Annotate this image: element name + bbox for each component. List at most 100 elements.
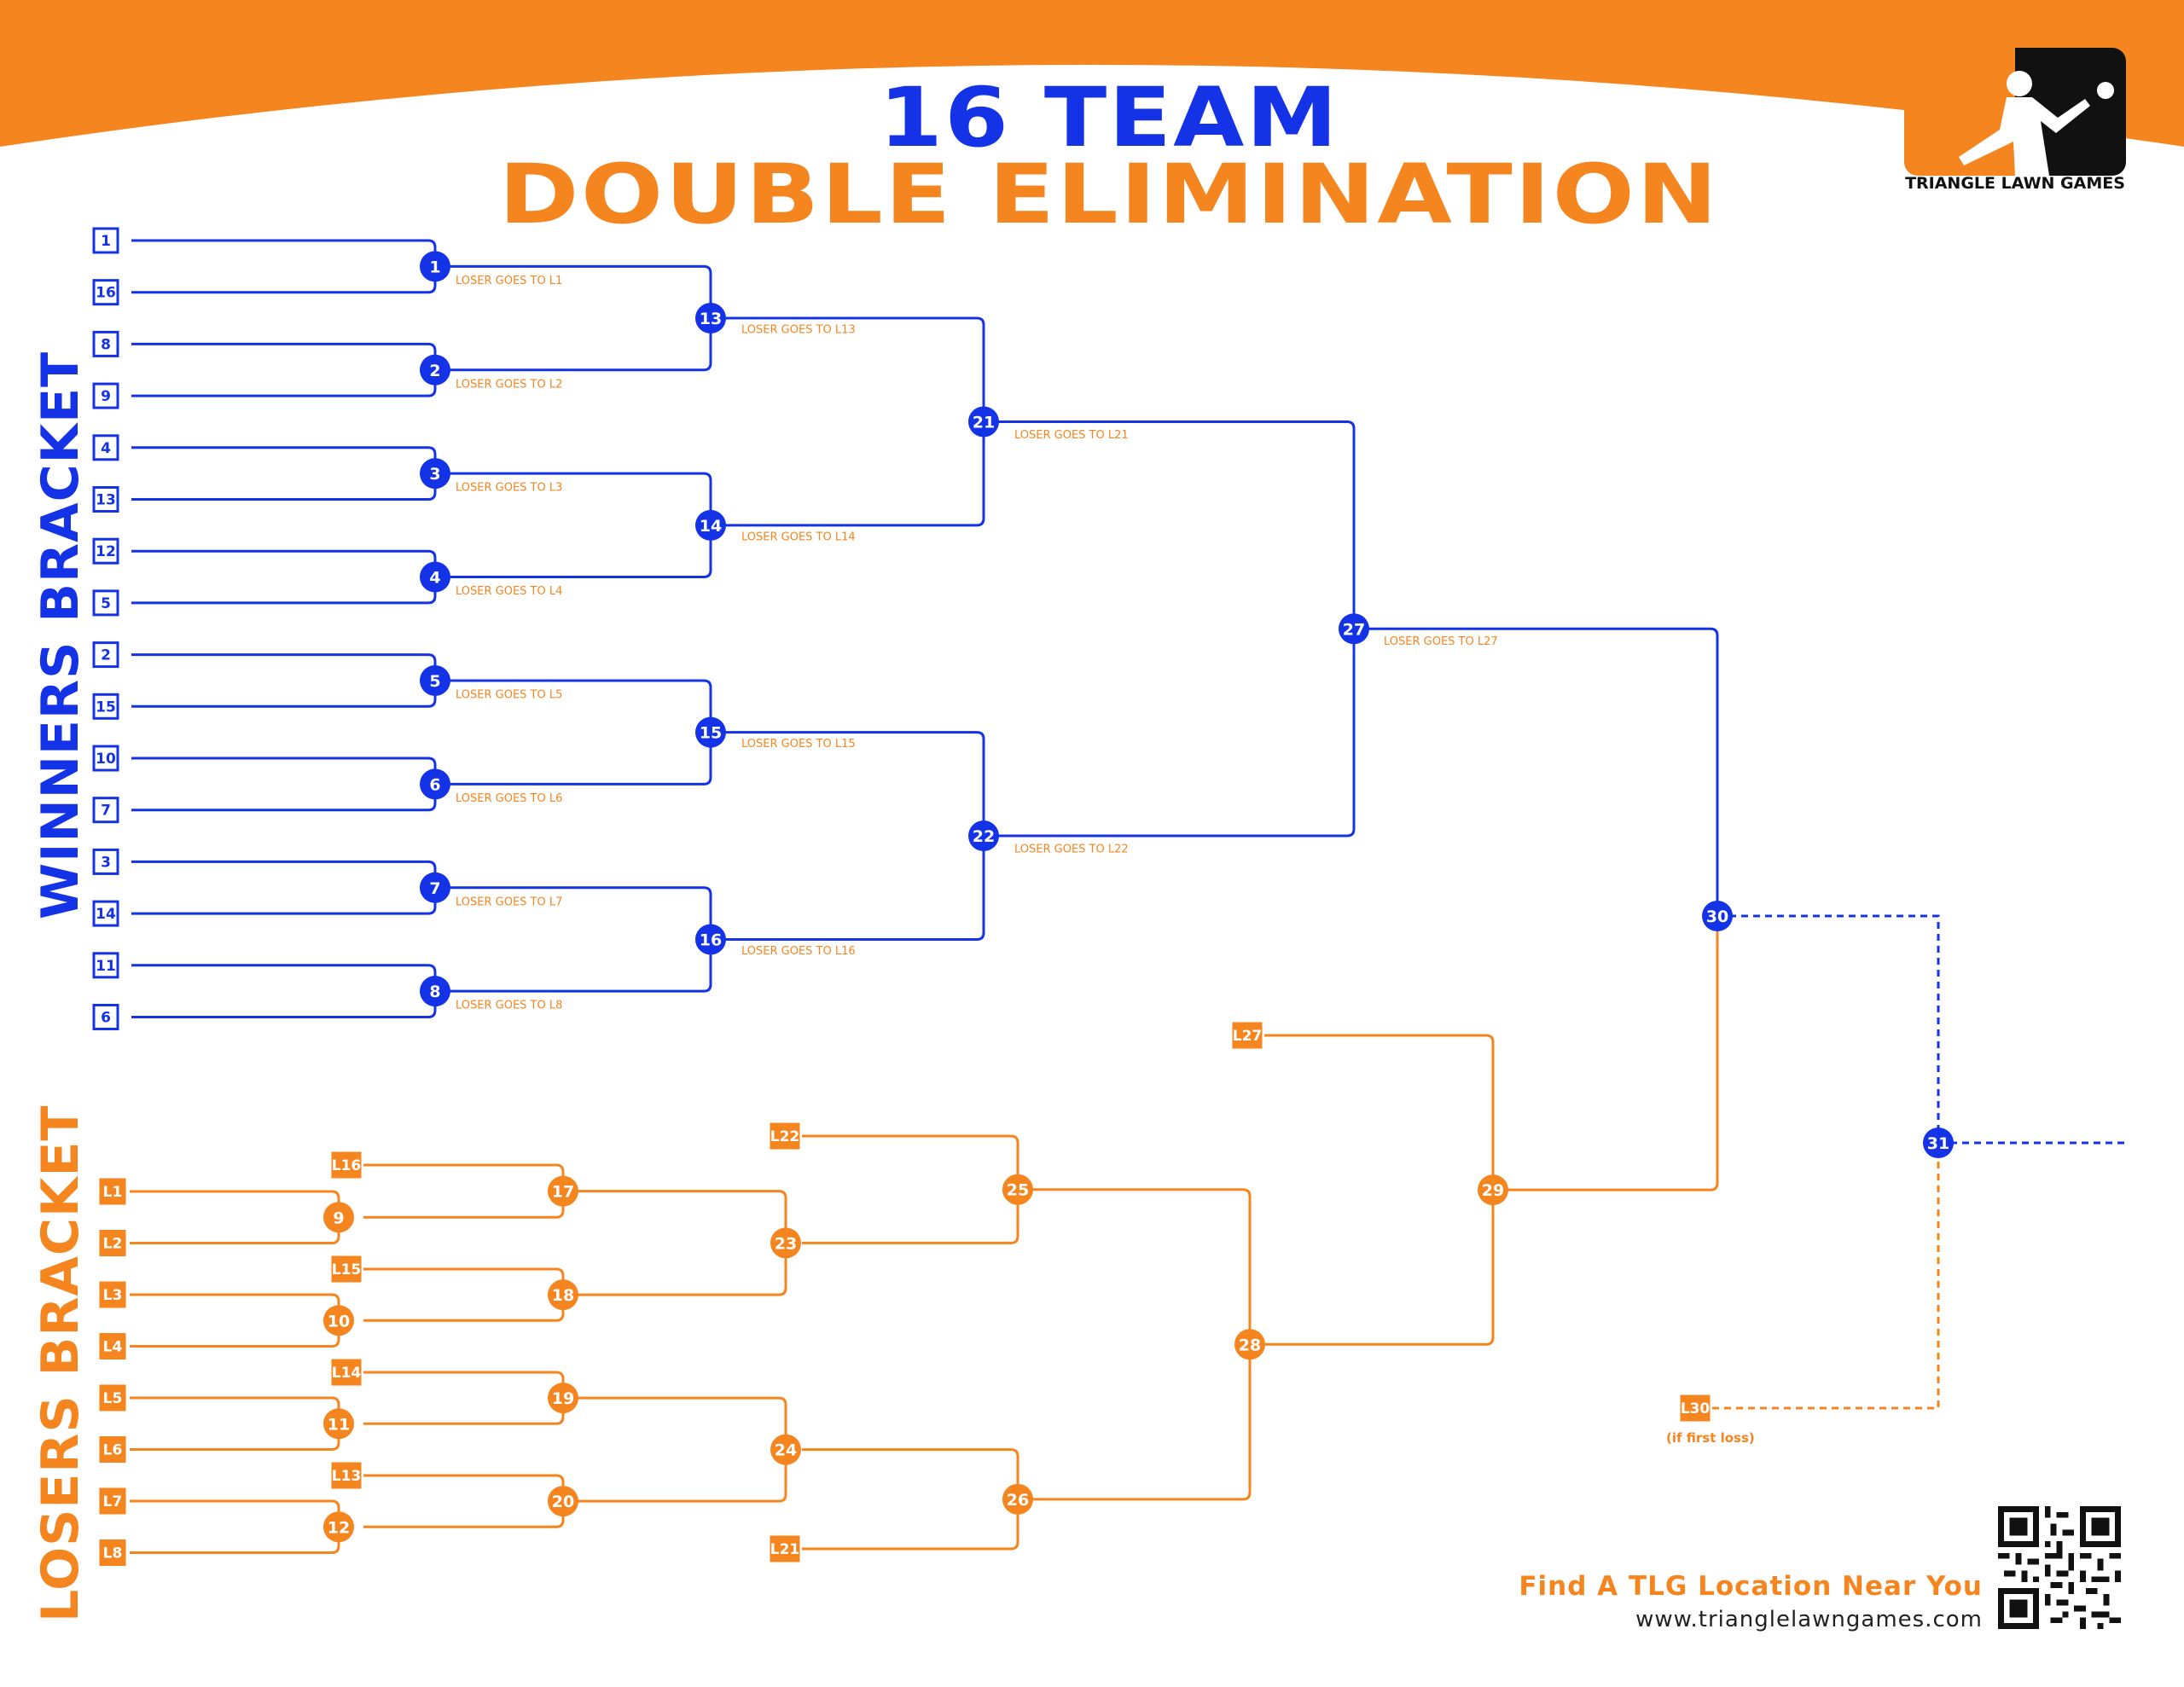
game-18-label: 18 — [552, 1286, 574, 1305]
find-location-link[interactable]: Find A TLG Location Near You — [1519, 1571, 1983, 1602]
line-game-26 — [802, 1448, 1019, 1551]
winners-bracket-label: WINNERS BRACKET — [31, 351, 90, 919]
loser-note-2: LOSER GOES TO L2 — [456, 378, 562, 391]
loser-note-13: LOSER GOES TO L13 — [741, 324, 856, 337]
seed-15-label: 15 — [96, 699, 116, 716]
seed-6-label: 6 — [101, 1010, 111, 1027]
seed-4-label: 4 — [101, 440, 111, 457]
entry-L8-label: L8 — [103, 1545, 123, 1562]
seed-12-label: 12 — [96, 543, 116, 560]
entry-L3-box — [99, 1281, 126, 1308]
entry-L2-box — [99, 1230, 126, 1256]
if-first-loss-note: (if first loss) — [1666, 1430, 1755, 1446]
line-game-22 — [711, 731, 985, 941]
game-14-circle — [695, 509, 726, 541]
line-game-21 — [711, 316, 985, 527]
line-game-3 — [131, 446, 437, 501]
game-3-circle — [420, 458, 450, 490]
line-game-20 — [363, 1474, 565, 1528]
game-20-label: 20 — [552, 1493, 574, 1511]
game-19-label: 19 — [552, 1389, 574, 1408]
seed-16-label: 16 — [96, 285, 116, 302]
game-30-circle — [1702, 901, 1733, 931]
seed-3-label: 3 — [101, 854, 111, 871]
loser-note-7: LOSER GOES TO L7 — [456, 896, 562, 908]
line-game-31-top — [1717, 914, 1940, 1143]
top-banner — [0, 0, 2184, 147]
losers-bracket-label: LOSERS BRACKET — [31, 1104, 90, 1622]
game-6-label: 6 — [429, 775, 440, 794]
game-19-circle — [548, 1383, 578, 1414]
feed-L16-label: L16 — [332, 1157, 362, 1174]
game-12-circle — [323, 1511, 354, 1543]
game-31-label: 31 — [1927, 1134, 1949, 1153]
game-22-label: 22 — [973, 827, 995, 846]
game-17-circle — [548, 1175, 578, 1207]
seed-10-label: 10 — [96, 751, 116, 768]
game-28-label: 28 — [1239, 1336, 1261, 1354]
loser-note-3: LOSER GOES TO L3 — [456, 482, 562, 495]
game-29-circle — [1478, 1174, 1508, 1206]
game-10-circle — [323, 1305, 354, 1336]
game-6-circle — [420, 768, 450, 800]
game-4-circle — [420, 561, 450, 593]
line-game-5 — [131, 653, 437, 708]
seed-3-box — [92, 848, 119, 875]
seed-2-label: 2 — [101, 647, 111, 664]
game-13-label: 13 — [700, 310, 722, 328]
seed-5-label: 5 — [101, 595, 111, 612]
line-game-28 — [1018, 1188, 1252, 1501]
game-27-circle — [1339, 613, 1369, 645]
loser-note-27: LOSER GOES TO L27 — [1384, 635, 1498, 648]
seed-13-box — [92, 486, 119, 513]
seed-12-box — [92, 537, 119, 565]
seed-9-label: 9 — [101, 388, 111, 405]
game-1-label: 1 — [429, 258, 440, 276]
line-game-8 — [131, 964, 437, 1018]
feed-L16-box — [331, 1151, 362, 1179]
game-14-label: 14 — [700, 517, 722, 536]
game-16-circle — [695, 924, 726, 955]
line-game-19 — [363, 1371, 565, 1425]
feed-L15-label: L15 — [332, 1261, 362, 1278]
entry-L7-label: L7 — [103, 1493, 123, 1510]
loser-note-16: LOSER GOES TO L16 — [741, 945, 856, 958]
line-game-18 — [363, 1267, 565, 1322]
game-8-circle — [420, 976, 450, 1007]
line-game-12 — [130, 1499, 340, 1554]
qr-code-icon[interactable] — [1998, 1506, 2121, 1629]
entry-L1-label: L1 — [103, 1184, 123, 1201]
line-game-30-top — [1354, 627, 1719, 916]
line-game-4 — [131, 549, 437, 605]
entry-L6-box — [99, 1436, 126, 1463]
entry-L1-box — [99, 1178, 126, 1205]
loser-note-4: LOSER GOES TO L4 — [456, 585, 562, 598]
game-25-circle — [1002, 1174, 1033, 1205]
line-game-11 — [130, 1396, 340, 1451]
game-15-circle — [695, 716, 726, 748]
game-15-label: 15 — [700, 724, 722, 743]
game-5-circle — [420, 664, 450, 696]
website-url[interactable]: www.trianglelawngames.com — [1635, 1607, 1983, 1632]
feed-L21-box — [770, 1535, 800, 1562]
game-10-label: 10 — [328, 1312, 350, 1330]
line-game-23 — [563, 1190, 787, 1296]
seed-16-box — [92, 279, 119, 306]
seed-8-label: 8 — [101, 336, 111, 353]
game-31-circle — [1923, 1128, 1954, 1158]
seed-7-label: 7 — [101, 803, 111, 820]
loser-note-22: LOSER GOES TO L22 — [1014, 844, 1129, 856]
game-30-label: 30 — [1706, 907, 1728, 926]
bracket-nodes: 11689413125215107314116L1L2L3L4L5L6L7L81… — [92, 227, 1954, 1566]
game-8-label: 8 — [429, 983, 440, 1001]
feed-L22-label: L22 — [770, 1128, 800, 1145]
game-2-circle — [420, 354, 450, 386]
line-game-2 — [131, 342, 437, 397]
seed-14-label: 14 — [96, 906, 116, 923]
game-3-label: 3 — [429, 465, 440, 484]
title-line-2: DOUBLE ELIMINATION — [498, 147, 1720, 242]
seed-5-box — [92, 589, 119, 617]
seed-10-box — [92, 745, 119, 772]
seed-7-box — [92, 797, 119, 824]
game-25-label: 25 — [1007, 1181, 1029, 1200]
